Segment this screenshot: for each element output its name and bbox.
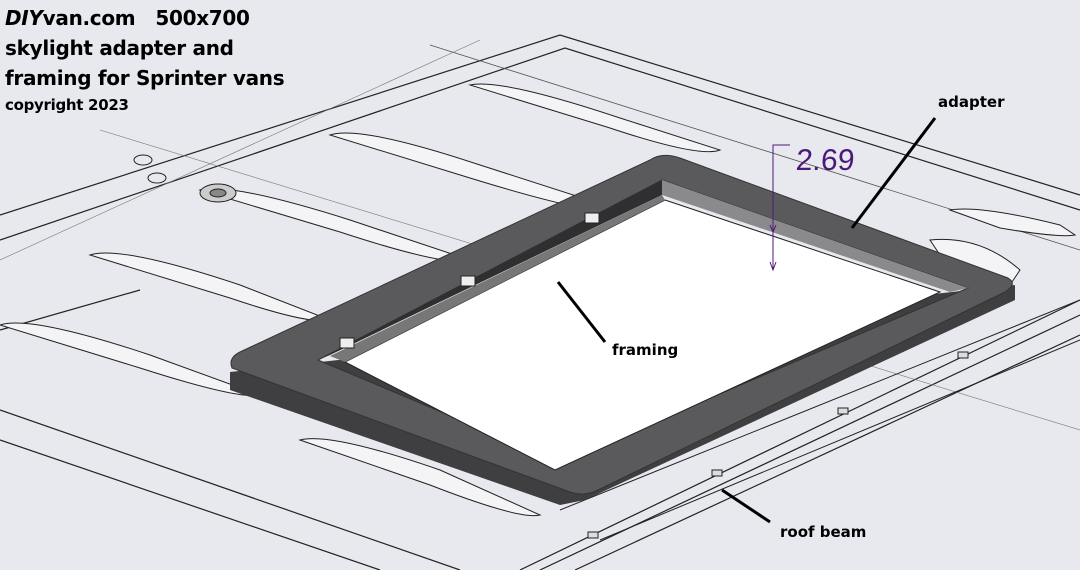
size-text: 500x700: [155, 6, 250, 30]
skylight-adapter: [230, 154, 1015, 505]
framing-label: framing: [612, 341, 679, 359]
brand-rest: van.com: [42, 6, 136, 30]
leader-lines: [556, 117, 937, 524]
copyright: copyright 2023: [5, 96, 129, 114]
dimension-value: 2.69: [794, 144, 856, 177]
dimension-line: [769, 144, 790, 272]
roof-beam-label: roof beam: [780, 523, 867, 541]
diagram-title: DIYvan.com 500x700 skylight adapter and …: [5, 3, 285, 117]
roof-vent: [133, 154, 237, 203]
brand-italic: DIY: [5, 6, 43, 30]
roof-beam-leader: [721, 488, 771, 524]
title-line3: framing for Sprinter vans: [5, 66, 285, 90]
roof-beam: [559, 299, 1080, 541]
roof-ribs: [0, 83, 1077, 517]
adapter-leader: [850, 117, 937, 229]
adapter-label: adapter: [938, 93, 1005, 111]
title-line2: skylight adapter and: [5, 36, 234, 60]
framing-leader: [556, 281, 607, 343]
framing-clips: [339, 212, 600, 349]
